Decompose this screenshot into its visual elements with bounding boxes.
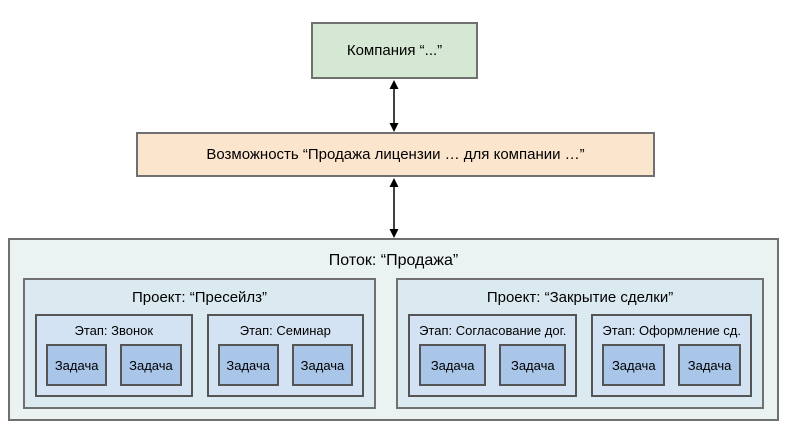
task-node[interactable]: Задача — [217, 344, 279, 386]
tasks-row: Задача Задача — [602, 344, 741, 386]
stages-row: Этап: Согласование дог. Задача Задача Эт… — [408, 314, 752, 397]
projects-row: Проект: “Пресейлз” Этап: Звонок Задача З… — [23, 278, 764, 409]
tasks-row: Задача Задача — [419, 344, 567, 386]
flow-title: Поток: “Продажа” — [328, 252, 459, 269]
project-presales[interactable]: Проект: “Пресейлз” Этап: Звонок Задача З… — [23, 278, 377, 409]
task-node[interactable]: Задача — [419, 344, 487, 386]
stage-title: Этап: Звонок — [74, 323, 154, 338]
tasks-row: Задача Задача — [217, 344, 354, 386]
stage-title: Этап: Согласование дог. — [419, 323, 567, 338]
task-node[interactable]: Задача — [291, 344, 354, 386]
stage-seminar[interactable]: Этап: Семинар Задача Задача — [206, 314, 365, 397]
opportunity-label: Возможность “Продажа лицензии … для комп… — [206, 146, 585, 163]
task-node[interactable]: Задача — [46, 344, 108, 386]
double-arrow-icon — [389, 80, 399, 132]
task-node[interactable]: Задача — [678, 344, 741, 386]
company-label: Компания “...” — [346, 42, 443, 59]
task-node[interactable]: Задача — [499, 344, 567, 386]
stage-title: Этап: Семинар — [239, 323, 331, 338]
project-title: Проект: “Пресейлз” — [132, 289, 268, 306]
task-node[interactable]: Задача — [602, 344, 666, 386]
project-title: Проект: “Закрытие сделки” — [486, 289, 674, 306]
company-node[interactable]: Компания “...” — [311, 22, 478, 79]
task-node[interactable]: Задача — [120, 344, 182, 386]
stages-row: Этап: Звонок Задача Задача Этап: Семинар… — [35, 314, 365, 397]
stage-call[interactable]: Этап: Звонок Задача Задача — [35, 314, 193, 397]
stage-contract-approval[interactable]: Этап: Согласование дог. Задача Задача — [408, 314, 578, 397]
stage-deal-paperwork[interactable]: Этап: Оформление сд. Задача Задача — [591, 314, 752, 397]
tasks-row: Задача Задача — [46, 344, 182, 386]
project-closing[interactable]: Проект: “Закрытие сделки” Этап: Согласов… — [396, 278, 764, 409]
double-arrow-icon — [389, 178, 399, 238]
flow-container[interactable]: Поток: “Продажа” Проект: “Пресейлз” Этап… — [8, 238, 779, 421]
stage-title: Этап: Оформление сд. — [602, 323, 741, 338]
opportunity-node[interactable]: Возможность “Продажа лицензии … для комп… — [136, 132, 655, 177]
